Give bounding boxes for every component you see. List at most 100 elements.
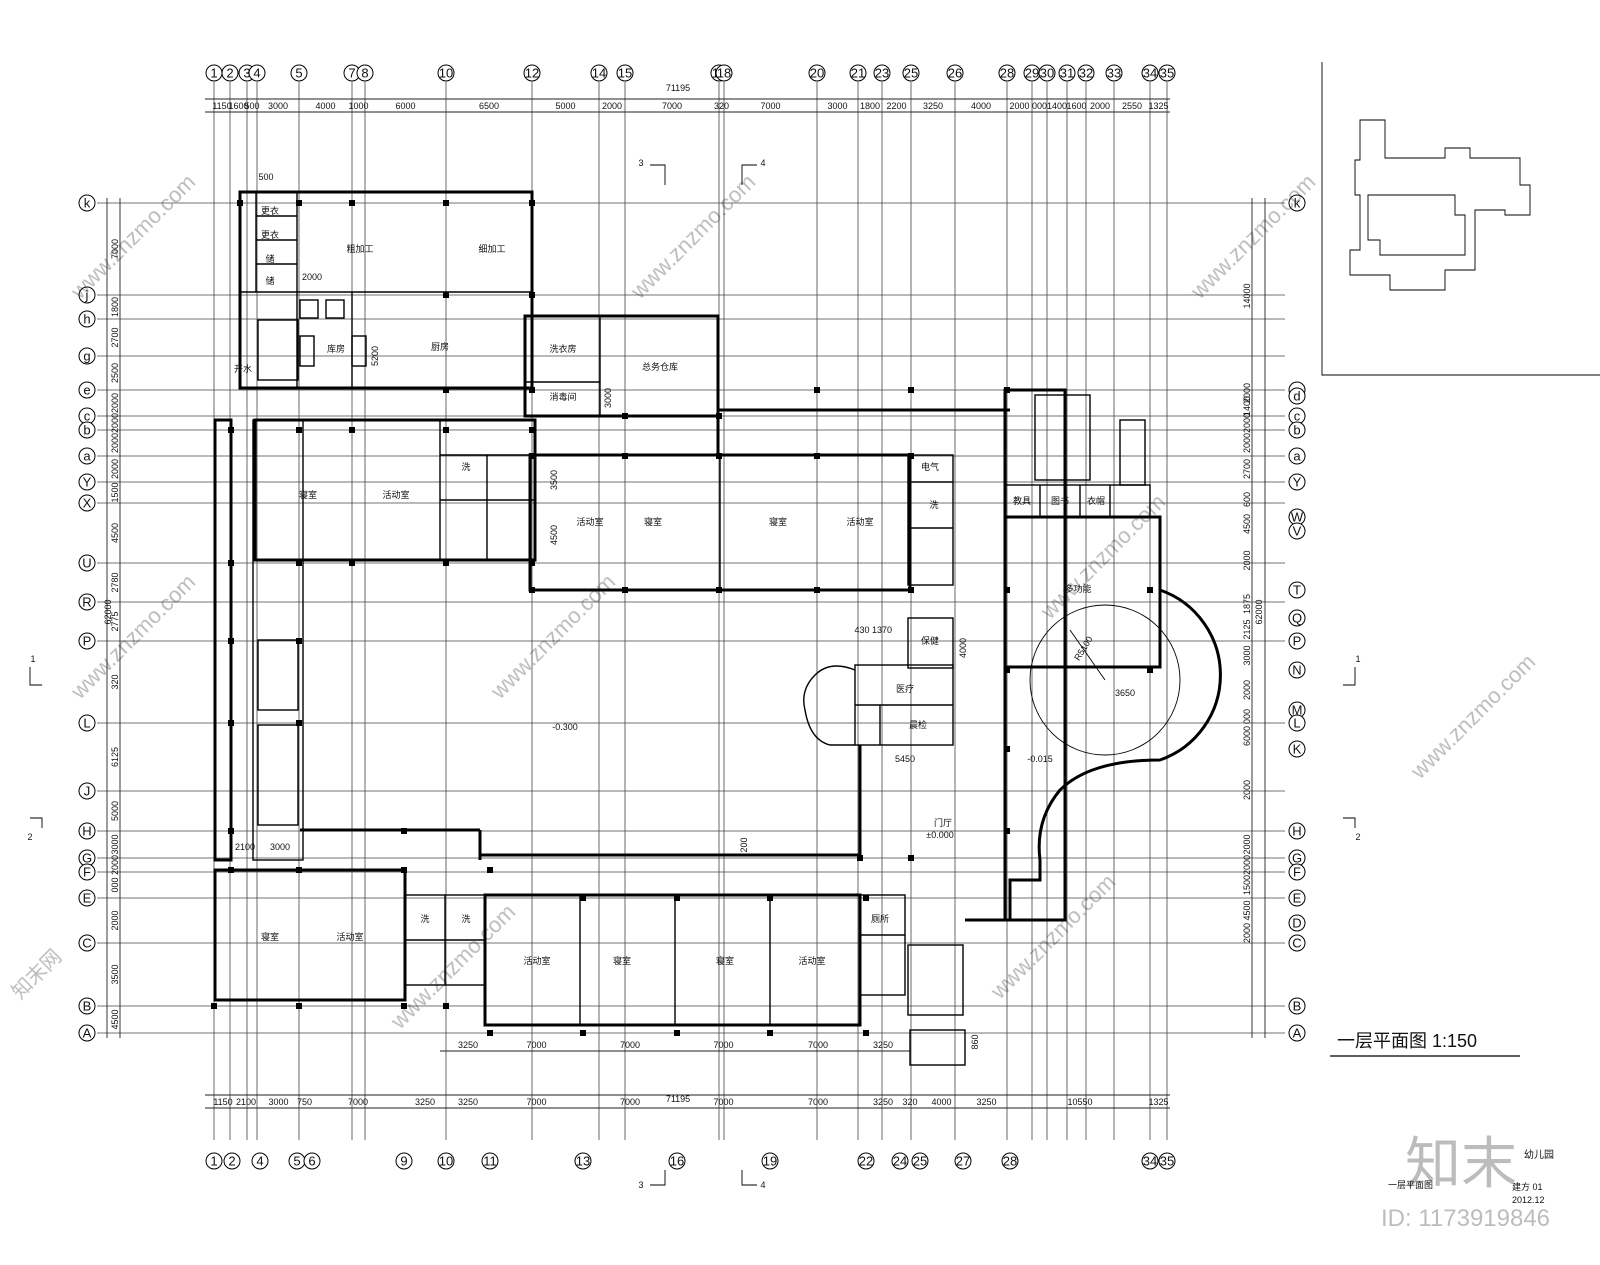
dim-mark: 430 [854,625,869,635]
room-label: 活动室 [576,516,603,527]
axis-bubble-left [78,286,96,304]
overall-height-left: 62000 [103,599,113,624]
column [622,453,628,459]
axis-label-top: 34 [1143,66,1157,81]
dim-text-left: 1800 [110,297,120,317]
dim-text-right: 2000 [1242,550,1252,570]
column [228,560,234,566]
axis-label-bottom: 24 [893,1154,907,1169]
axis-bubble-right [1288,387,1306,405]
column [401,867,407,873]
axis-bubble-top [1105,64,1123,82]
axis-bubble-top [1141,64,1159,82]
column [1004,746,1010,752]
column [443,427,449,433]
axis-bubble-left [78,1024,96,1042]
column [529,292,535,298]
axis-bubble-bottom [954,1152,972,1170]
dim-text-top: 7000 [662,101,682,111]
dim-text-top: 1325 [1148,101,1168,111]
level-mark: ±0.000 [926,830,953,840]
column [716,453,722,459]
axis-label-bottom: 11 [483,1154,497,1169]
building-walls [213,190,1222,1066]
structural-columns [211,200,1153,1036]
axis-bubble-top [1158,64,1176,82]
title-block: 一层平面图 1:150 幼儿园 一层平面图 建方 01 2012.12 [1330,1031,1554,1205]
axis-bubble-top [1058,64,1076,82]
column [674,895,680,901]
room-label: 教具 [1013,495,1031,506]
axis-label-top: 25 [904,66,918,81]
dim-text-top: 4000 [315,101,335,111]
axis-bubble-right [1288,997,1306,1015]
axis-label-top: 26 [948,66,962,81]
room-label: 衣帽 [1087,495,1105,506]
axis-label-right: Y [1293,475,1302,490]
dim-mark: 860 [970,1034,980,1049]
watermark-url: www.znzmo.com [65,169,200,304]
column [622,587,628,593]
axis-bubble-right [1288,447,1306,465]
axis-label-top: 8 [361,66,368,81]
column [529,453,535,459]
axis-bubble-right [1288,914,1306,932]
axis-label-bottom: 5 [293,1154,300,1169]
axis-bubble-left [78,593,96,611]
room-label: 寝室 [769,516,787,527]
axis-label-left: a [83,449,91,464]
dim-text-top: 2550 [1122,101,1142,111]
axis-bubble-right [1288,934,1306,952]
axis-bubble-bottom [481,1152,499,1170]
room-label: 门厅 [934,817,952,828]
axis-label-right: B [1293,999,1302,1014]
dim-text-top: 320 [714,101,729,111]
dim-mark: 3000 [603,388,613,408]
dim-text-right: 2000 [1242,413,1252,433]
room-label: 活动室 [798,955,825,966]
axis-bubble-left [78,782,96,800]
dim-mark: 4500 [549,525,559,545]
dim-text-top: 1000 [348,101,368,111]
axis-bubble-left [78,473,96,491]
axis-label-left: L [83,716,90,731]
axis-bubble-bottom [891,1152,909,1170]
section-marker: 2 [27,832,32,842]
room-label: 寝室 [613,955,631,966]
axis-label-right: Q [1292,611,1302,626]
level-mark: -0.300 [552,722,578,732]
dim-text-bottom: 3250 [458,1097,478,1107]
axis-label-right: A [1293,1026,1302,1041]
dim-text-top: 1800 [860,101,880,111]
column [580,895,586,901]
room-label: 寝室 [299,489,317,500]
axis-bubble-right [1288,609,1306,627]
column [857,855,863,861]
axis-label-top: 32 [1079,66,1093,81]
section-marker: 4 [760,1180,765,1190]
axis-label-right: T [1293,583,1301,598]
room-label: 厕所 [871,914,889,924]
column [237,200,243,206]
axis-bubble-top [808,64,826,82]
dim-text-bottom-inner: 7000 [808,1040,828,1050]
room-label: 洗衣房 [549,343,576,354]
axis-label-right: N [1292,663,1301,678]
watermark-brand: 知末网 [7,945,66,1004]
axis-label-right: L [1293,716,1300,731]
axis-bubble-bottom [437,1152,455,1170]
axis-bubble-right [1288,822,1306,840]
dim-mark: 5200 [370,346,380,366]
room-label: 寝室 [716,955,734,966]
axis-label-right: P [1293,634,1302,649]
axis-label-right: G [1292,851,1302,866]
dim-text-left: 5000 [110,801,120,821]
room-label: 寝室 [261,931,279,942]
dim-text-right: 2000 [1242,780,1252,800]
overall-width-top: 71195 [666,83,690,93]
dim-text-top: 4000 [971,101,991,111]
grid-lines [97,82,1285,1140]
room-label: 图书 [1051,496,1069,506]
dimension-lines [106,98,1266,1109]
axis-label-left: h [83,312,90,327]
